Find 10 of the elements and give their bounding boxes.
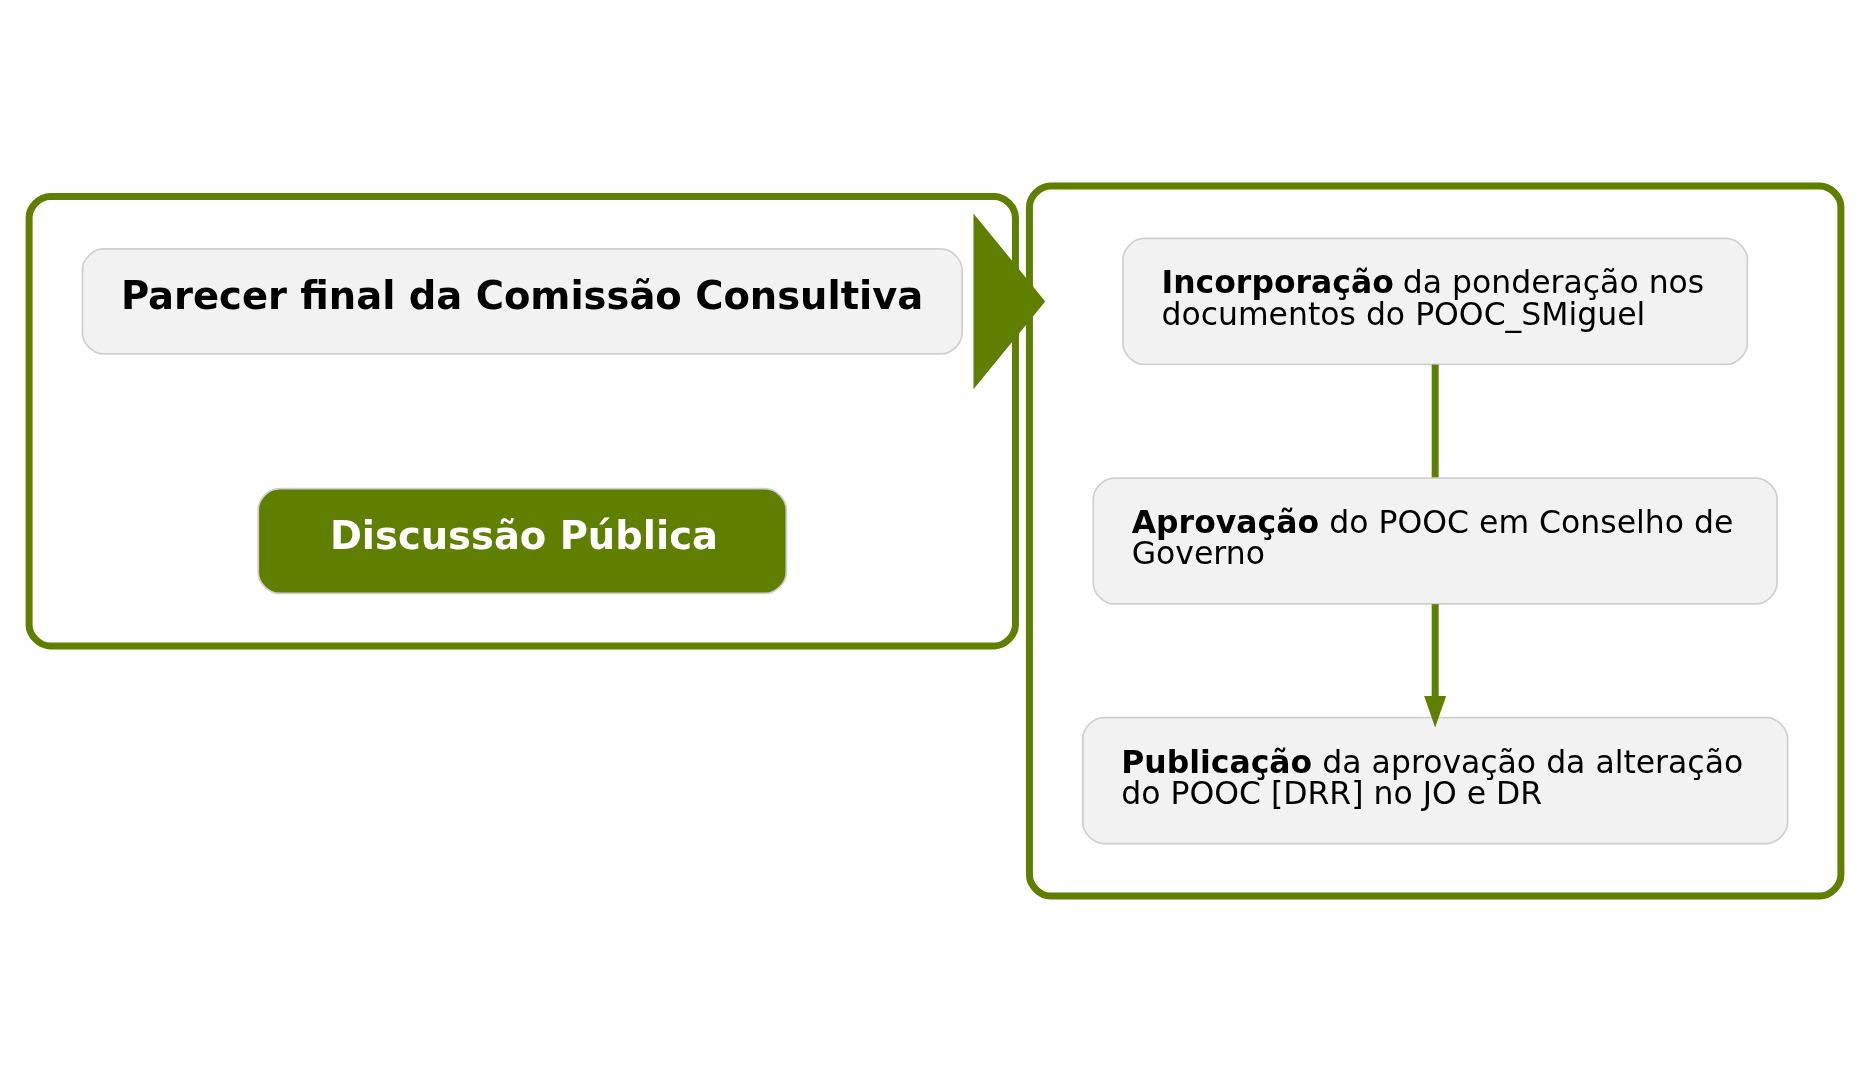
connector bbox=[1431, 364, 1439, 477]
node-box: Publicação da aprovação da alteração do POOC [DRR] no JO e DR bbox=[1081, 716, 1789, 844]
node-box: Aprovação do POOC em Conselho de Governo bbox=[1092, 476, 1778, 605]
cluster bbox=[25, 192, 1019, 649]
node-box: Incorporação da ponderação nos documentos do POOC_SMiguel bbox=[1122, 237, 1749, 365]
node-box: Discussão Pública bbox=[257, 487, 788, 594]
arrow bbox=[973, 213, 1046, 389]
arrow bbox=[1424, 603, 1447, 727]
node-box: Parecer final da Comissão Consultiva bbox=[81, 247, 963, 355]
cluster bbox=[1025, 182, 1845, 899]
